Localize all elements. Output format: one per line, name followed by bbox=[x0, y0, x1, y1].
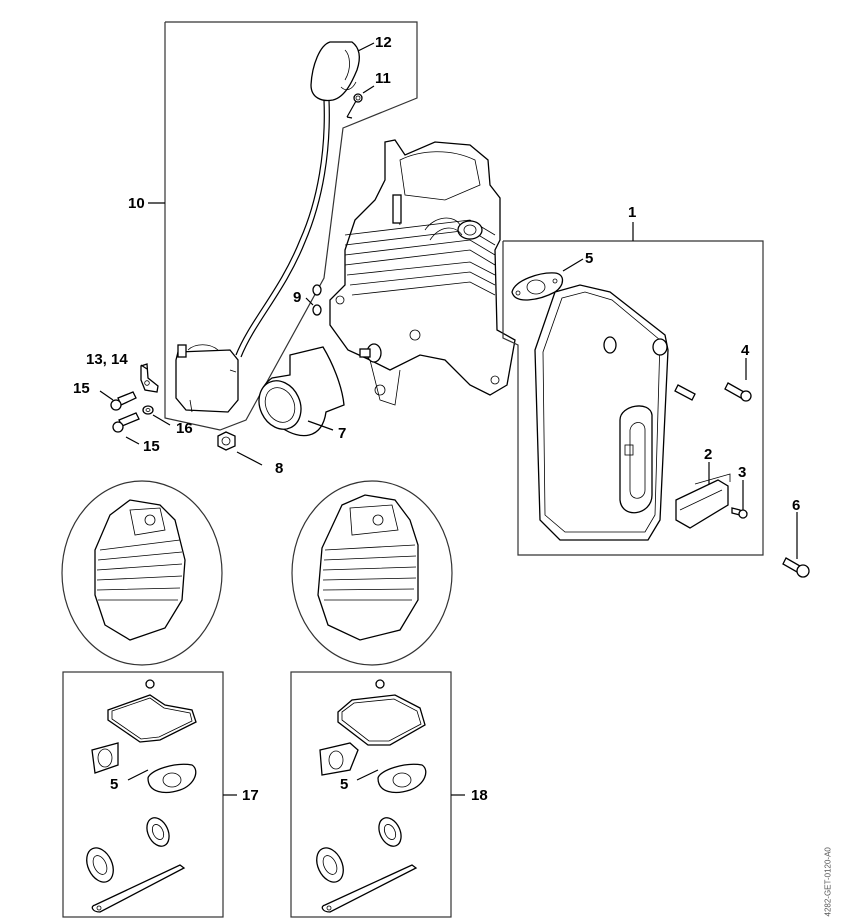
muffler-gasket[interactable] bbox=[511, 272, 564, 301]
callout-18[interactable]: 18 bbox=[471, 787, 488, 804]
washers-9[interactable] bbox=[312, 284, 322, 316]
gasket-set-18-frame bbox=[290, 671, 465, 918]
callout-5-muffler[interactable]: 5 bbox=[585, 250, 593, 267]
reference-code-text: 4282-GET-0120-A0 bbox=[823, 847, 833, 917]
callout-8[interactable]: 8 bbox=[275, 460, 283, 477]
callout-17[interactable]: 17 bbox=[242, 787, 259, 804]
cylinder-variant-b bbox=[291, 480, 453, 666]
muffler-frame bbox=[502, 222, 764, 556]
callout-3[interactable]: 3 bbox=[738, 464, 746, 481]
washer-16[interactable] bbox=[142, 405, 154, 415]
callout-12[interactable]: 12 bbox=[375, 34, 392, 51]
callout-5-set18[interactable]: 5 bbox=[340, 776, 348, 793]
callout-16[interactable]: 16 bbox=[176, 420, 193, 437]
deflector-screw[interactable] bbox=[731, 507, 748, 519]
callout-7[interactable]: 7 bbox=[338, 425, 346, 442]
spark-arrest-deflector[interactable] bbox=[675, 473, 731, 529]
muffler[interactable] bbox=[534, 284, 669, 541]
callout-15-upper[interactable]: 15 bbox=[73, 380, 90, 397]
flywheel-hub[interactable] bbox=[251, 346, 345, 437]
gasket-set-17-frame bbox=[62, 671, 237, 918]
muffler-screw[interactable] bbox=[674, 384, 696, 401]
screw-15-lower[interactable] bbox=[112, 412, 140, 433]
muffler-screw-6[interactable] bbox=[782, 557, 810, 578]
callout-labels: 1 2 3 4 5 5 5 6 7 8 9 10 11 12 13, 14 15… bbox=[73, 34, 800, 804]
ignition-module-frame bbox=[148, 21, 418, 431]
ignition-module[interactable] bbox=[175, 344, 239, 413]
callout-4[interactable]: 4 bbox=[741, 342, 750, 359]
gasket-set-17[interactable] bbox=[82, 679, 197, 913]
callout-2[interactable]: 2 bbox=[704, 446, 712, 463]
callout-11[interactable]: 11 bbox=[375, 70, 391, 87]
leader-lines bbox=[99, 42, 798, 781]
callout-6[interactable]: 6 bbox=[792, 497, 800, 514]
callout-9[interactable]: 9 bbox=[293, 289, 301, 306]
hex-nut[interactable] bbox=[217, 431, 236, 451]
callout-10[interactable]: 10 bbox=[128, 195, 145, 212]
callout-15-lower[interactable]: 15 bbox=[143, 438, 160, 455]
bracket-plate[interactable] bbox=[140, 363, 159, 393]
cylinder-variant-a bbox=[61, 480, 223, 666]
reference-code: 4282-GET-0120-A0 bbox=[818, 840, 833, 920]
callout-5-set17[interactable]: 5 bbox=[110, 776, 118, 793]
gasket-set-18[interactable] bbox=[312, 679, 427, 913]
callout-1[interactable]: 1 bbox=[628, 204, 636, 221]
screw-15-upper[interactable] bbox=[110, 391, 137, 411]
muffler-screw-4[interactable] bbox=[724, 382, 752, 402]
spring[interactable] bbox=[346, 93, 363, 119]
ignition-lead bbox=[235, 99, 330, 358]
engine-cylinder bbox=[329, 139, 516, 406]
spark-plug-boot[interactable] bbox=[310, 41, 360, 102]
callout-13-14[interactable]: 13, 14 bbox=[86, 351, 128, 368]
